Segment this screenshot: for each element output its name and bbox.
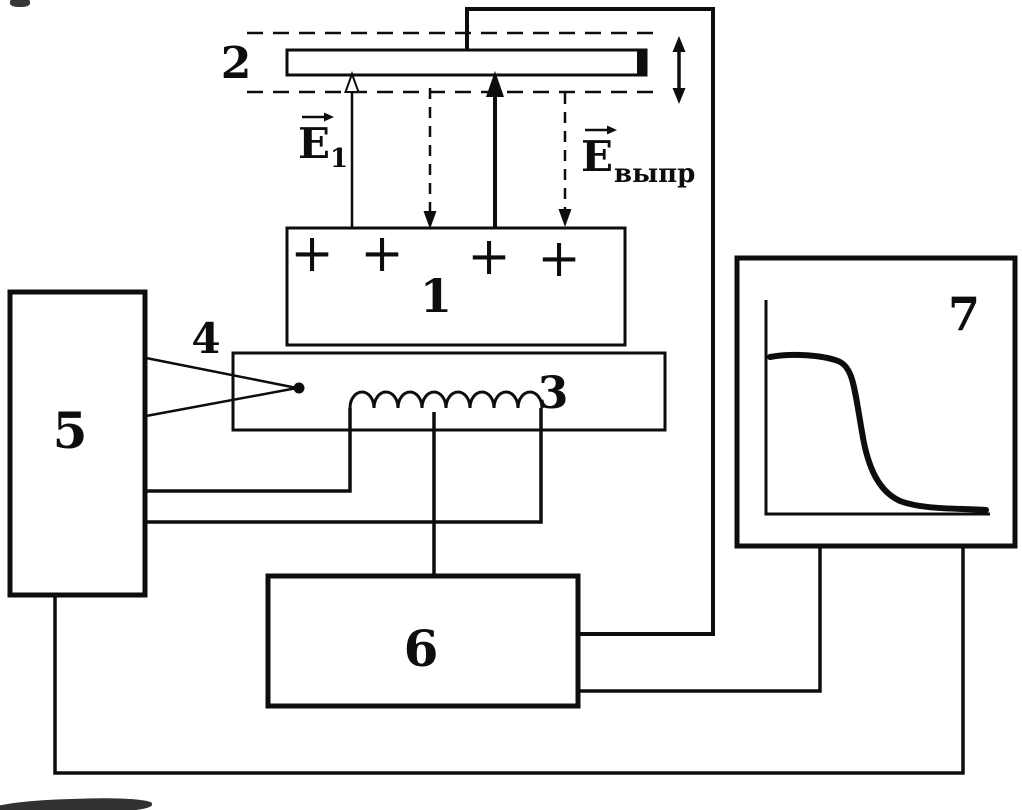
sample-outline xyxy=(285,226,627,347)
wire-unit5-to-coil-left xyxy=(146,408,352,493)
charge-plus-3: + xyxy=(467,227,511,287)
e1-open-arrowhead-up xyxy=(344,71,360,93)
label-unit-6: 6 xyxy=(404,619,439,678)
charge-plus-4: + xyxy=(537,229,581,289)
vibration-arrowhead-up xyxy=(672,36,686,52)
bold-arrowhead-up xyxy=(486,71,504,97)
unit-5: 5 xyxy=(7,289,148,598)
e1-symbol: E xyxy=(298,119,330,168)
label-plate-2: 2 xyxy=(221,38,252,89)
unit-5-outline xyxy=(7,289,148,598)
field-arrows xyxy=(344,71,572,229)
wire-unit6-to-recorder xyxy=(579,547,822,693)
response-curve xyxy=(767,351,989,513)
erect-vector-arrowhead xyxy=(607,125,617,135)
erect-subscript: выпр xyxy=(614,159,695,189)
charge-plus-2: + xyxy=(360,224,404,284)
heater-coil xyxy=(348,390,544,409)
thermocouple-wire-upper xyxy=(145,356,298,390)
thermocouple-wire-lower xyxy=(145,386,298,418)
sample-block: + + + + 1 xyxy=(285,224,627,347)
unit-6-outline xyxy=(265,573,581,709)
heater-block: 3 xyxy=(231,351,667,432)
wiring xyxy=(53,408,965,775)
erect-arrowhead-down-left xyxy=(423,211,437,229)
enclosure-outline xyxy=(465,7,715,636)
recorder-axes xyxy=(764,300,990,516)
vibrating-electrode-plate: 2 xyxy=(221,31,686,104)
e-rect-field-label: E выпр xyxy=(581,125,695,189)
scan-artifact-top-left xyxy=(10,0,30,7)
vibration-enclosure xyxy=(465,7,715,636)
wire-unit5-to-recorder-common xyxy=(53,547,965,775)
plate-end-cap xyxy=(637,50,646,75)
label-unit-5: 5 xyxy=(53,401,88,460)
label-recorder-7: 7 xyxy=(948,287,980,341)
unit-6: 6 xyxy=(265,573,581,709)
erect-symbol: E xyxy=(581,132,613,181)
vibration-arrowhead-down xyxy=(672,88,686,104)
erect-arrowhead-down-right xyxy=(558,209,572,227)
recorder-unit-7: 7 xyxy=(734,255,1018,549)
recorder-outline xyxy=(734,255,1018,549)
thermocouple-junction-dot xyxy=(293,382,305,394)
hatched-electrode-plate xyxy=(285,48,648,77)
label-thermocouple-4: 4 xyxy=(191,314,220,363)
label-sample-1: 1 xyxy=(420,269,452,323)
e1-field-label: E 1 xyxy=(298,112,348,174)
thermocouple: 4 xyxy=(145,314,305,418)
e1-vector-arrowhead xyxy=(324,112,334,122)
charge-plus-1: + xyxy=(290,224,334,284)
wire-unit5-to-coil-right xyxy=(146,408,543,524)
heater-outline xyxy=(231,351,667,432)
label-heater-3: 3 xyxy=(538,368,569,419)
e1-subscript: 1 xyxy=(330,144,348,174)
